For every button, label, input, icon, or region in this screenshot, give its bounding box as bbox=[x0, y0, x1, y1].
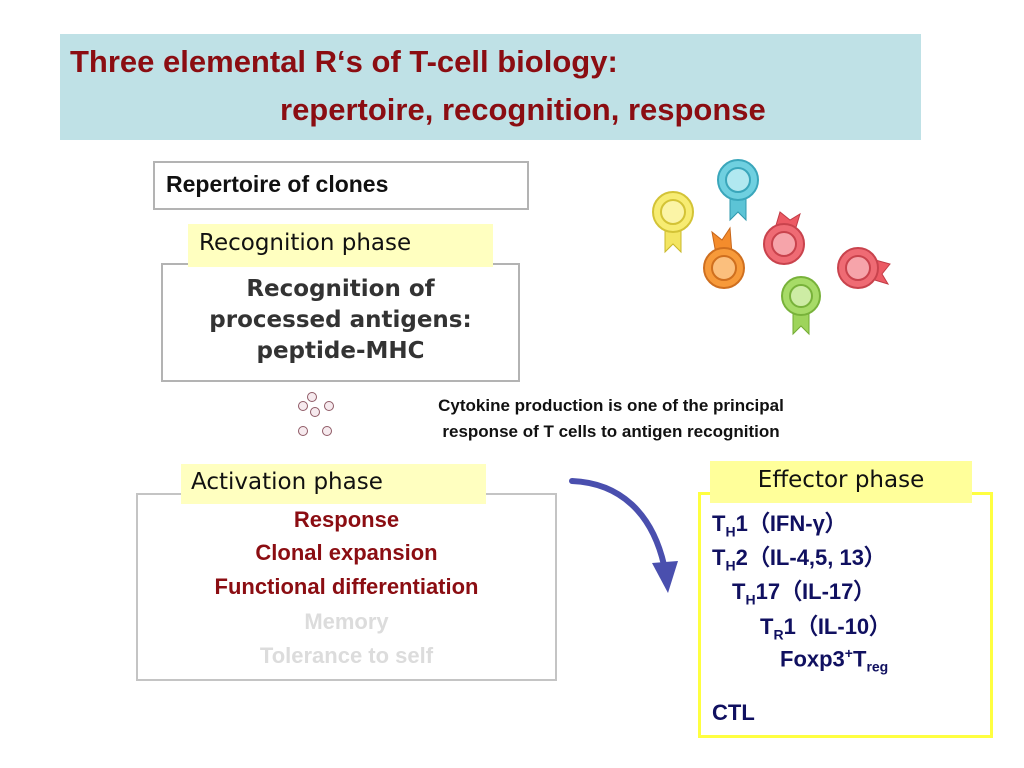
treg-main: Foxp3 bbox=[780, 646, 845, 672]
effector-th17: TH17（IL-17） bbox=[732, 574, 875, 607]
th2-suffix: 2（IL-4,5, 13） bbox=[735, 545, 886, 570]
tcell-clones-illustration bbox=[652, 159, 891, 336]
tr1-sub: R bbox=[773, 626, 784, 643]
recognition-line: processed antigens: bbox=[209, 307, 472, 333]
cytokine-dots-icon bbox=[296, 390, 336, 440]
th2-main: T bbox=[712, 545, 726, 570]
cytokine-dot bbox=[298, 426, 308, 436]
title-banner bbox=[60, 34, 921, 140]
repertoire-box bbox=[153, 161, 529, 210]
effector-th1: TH1（IFN-γ） bbox=[712, 506, 847, 539]
effector-phase-label: Effector phase bbox=[757, 467, 925, 493]
activation-item-response: Response bbox=[293, 507, 400, 532]
effector-box bbox=[698, 492, 993, 738]
curved-arrow-icon bbox=[569, 478, 678, 593]
th17-suffix: 17（IL-17） bbox=[755, 579, 876, 604]
th2-sub: H bbox=[725, 557, 736, 574]
red-tcell-icon bbox=[837, 247, 891, 289]
cyan-tcell-icon bbox=[717, 159, 759, 222]
th1-sub: H bbox=[725, 523, 736, 540]
effector-treg: Foxp3+Treg bbox=[780, 645, 888, 675]
title-line-2: repertoire, recognition, response bbox=[280, 92, 766, 127]
activation-item-clonal-expansion: Clonal expansion bbox=[255, 540, 438, 565]
yellow-tcell-icon bbox=[652, 191, 694, 254]
red-tcell-icon bbox=[763, 211, 805, 265]
recognition-line: peptide-MHC bbox=[256, 338, 425, 364]
treg-mid: T bbox=[852, 646, 867, 672]
recognition-phase-tag bbox=[188, 224, 493, 267]
tr1-main: T bbox=[760, 614, 774, 639]
activation-item-memory: Memory bbox=[304, 609, 389, 634]
cytokine-dot bbox=[322, 426, 332, 436]
treg-sup: + bbox=[844, 645, 853, 661]
effector-th2: TH2（IL-4,5, 13） bbox=[712, 540, 886, 573]
activation-phase-label: Activation phase bbox=[191, 469, 383, 495]
recognition-phase-label: Recognition phase bbox=[199, 230, 412, 256]
activation-item-functional-differentiation: Functional differentiation bbox=[214, 574, 479, 599]
effector-tr1: TR1（IL-10） bbox=[760, 609, 891, 642]
recognition-description: Recognition of processed antigens: pepti… bbox=[163, 274, 518, 367]
th1-main: T bbox=[712, 511, 726, 536]
treg-sub: reg bbox=[866, 658, 889, 675]
cytokine-dot bbox=[310, 407, 320, 417]
cytokine-dot bbox=[298, 401, 308, 411]
cytokine-dot bbox=[307, 392, 317, 402]
title-line-1: Three elemental R‘s of T-cell biology: bbox=[70, 44, 618, 79]
activation-phase-tag bbox=[181, 464, 486, 504]
cytokine-note: Cytokine production is one of the princi… bbox=[372, 393, 850, 445]
th17-main: T bbox=[732, 579, 746, 604]
green-tcell-icon bbox=[781, 276, 821, 336]
cytokine-dot bbox=[324, 401, 334, 411]
activation-box bbox=[136, 493, 557, 681]
recognition-box bbox=[161, 263, 520, 382]
repertoire-label: Repertoire of clones bbox=[166, 171, 389, 197]
activation-item-tolerance: Tolerance to self bbox=[259, 643, 434, 668]
effector-ctl: CTL bbox=[712, 700, 755, 725]
th1-suffix: 1（IFN-γ） bbox=[735, 511, 847, 536]
cytokine-line: Cytokine production is one of the princi… bbox=[438, 396, 784, 415]
th17-sub: H bbox=[745, 591, 756, 608]
cytokine-line: response of T cells to antigen recogniti… bbox=[442, 422, 780, 441]
recognition-line: Recognition of bbox=[246, 276, 435, 302]
effector-phase-tag bbox=[710, 461, 972, 503]
tr1-suffix: 1（IL-10） bbox=[783, 614, 892, 639]
orange-tcell-icon bbox=[703, 226, 745, 289]
